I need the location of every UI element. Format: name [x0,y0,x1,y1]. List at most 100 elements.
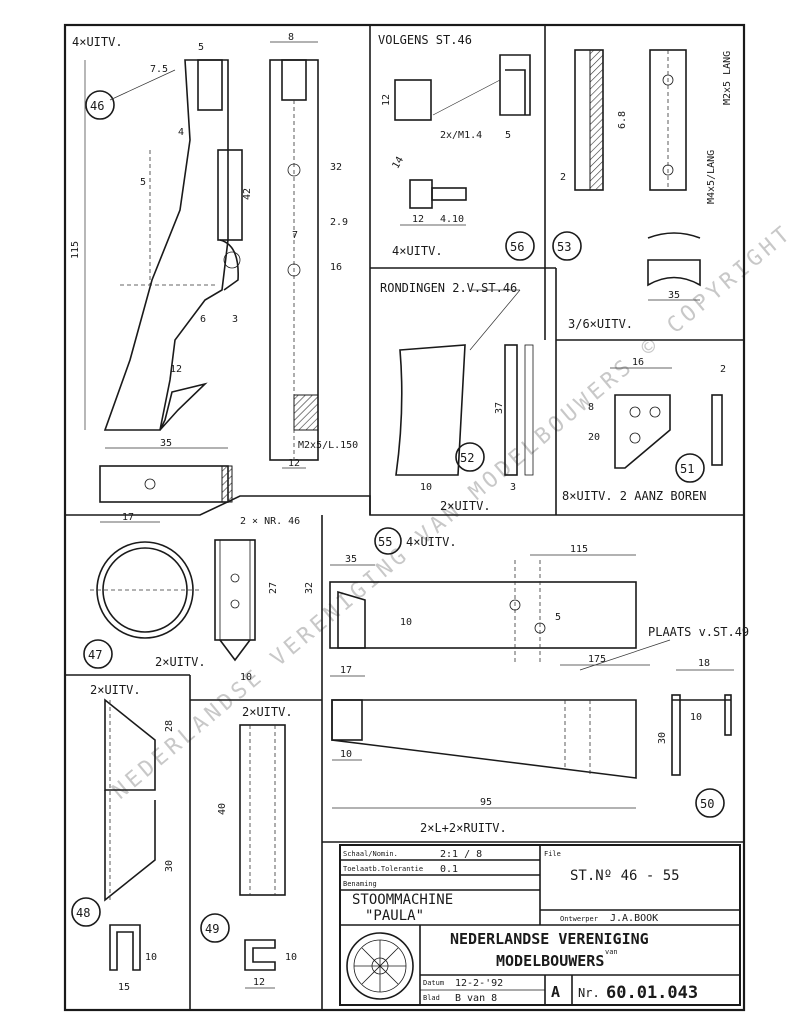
svg-text:2x/M1.4: 2x/M1.4 [440,130,482,141]
svg-text:27: 27 [268,582,279,594]
svg-text:5: 5 [505,130,511,141]
part-51-note: 8×UITV. 2 AANZ BOREN [562,489,707,503]
svg-text:Benaming: Benaming [343,880,377,888]
svg-text:Datum: Datum [423,979,444,987]
part-51-number: 51 [680,462,694,476]
svg-text:6.8: 6.8 [617,111,628,129]
svg-text:M4x5/LANG: M4x5/LANG [706,150,717,204]
nvm-logo-seal [346,932,414,1000]
svg-text:15: 15 [118,982,130,993]
svg-text:2.9: 2.9 [330,217,348,228]
svg-text:2: 2 [560,172,566,183]
svg-text:12: 12 [288,458,300,469]
svg-text:10: 10 [690,712,702,723]
part-46-number: 46 [90,99,104,113]
svg-text:42: 42 [242,188,253,200]
part-53-note: 3/6×UITV. [568,317,633,331]
svg-text:10: 10 [340,749,352,760]
svg-text:3: 3 [232,314,238,325]
svg-text:2: 2 [720,364,726,375]
part-56-reference: VOLGENS ST.46 [378,33,472,47]
part-46-drawing: 4×UITV. 46 115 35 7.5 5 42 4 5 6 3 12 17 [70,35,253,523]
svg-text:6: 6 [200,314,206,325]
title-block: Schaal/Nomin. 2:1 / 8 Toelaatb.Toleranti… [339,844,741,1006]
svg-text:10: 10 [400,617,412,628]
svg-text:16: 16 [632,357,644,368]
part-48-number: 48 [76,906,90,920]
svg-text:4.10: 4.10 [440,214,464,225]
svg-text:5: 5 [198,42,204,53]
svg-text:16: 16 [330,262,342,273]
svg-text:Toelaatb.Tolerantie: Toelaatb.Tolerantie [343,865,423,873]
drawing-number: 60.01.043 [606,983,698,1003]
part-52-note: 2×UITV. [440,499,491,513]
svg-text:0.1: 0.1 [440,864,458,875]
svg-text:J.A.BOOK: J.A.BOOK [610,913,658,924]
part-47-drawing: 2 × NR. 46 27 32 10 47 2×UITV. [83,516,315,683]
part-53-number: 53 [557,240,571,254]
svg-text:12: 12 [253,977,265,988]
svg-text:5: 5 [555,612,561,623]
part-55-number: 55 [378,535,392,549]
svg-text:95: 95 [480,797,492,808]
part-50-number: 50 [700,797,714,811]
part-49-note: 2×UITV. [242,705,293,719]
svg-text:35: 35 [345,554,357,565]
svg-text:8: 8 [288,32,294,43]
svg-text:5: 5 [140,177,146,188]
drawing-title: STOOMMACHINE [352,892,453,908]
part-50-note: 2×L+2×RUITV. [420,821,507,835]
part-56-note: 4×UITV. [392,244,443,258]
svg-text:Ontwerper: Ontwerper [560,915,598,923]
part-55-note: 4×UITV. [406,535,457,549]
svg-text:B van 8: B van 8 [455,993,497,1004]
svg-text:7: 7 [292,230,298,241]
svg-text:115: 115 [570,544,588,555]
svg-text:12: 12 [412,214,424,225]
svg-text:32: 32 [330,162,342,173]
part-48-note: 2×UITV. [90,683,141,697]
svg-text:M2x5 LANG: M2x5 LANG [722,51,733,105]
part-52-reference: RONDINGEN 2.V.ST.46 [380,281,517,295]
organization-name-line2: MODELBOUWERS [496,952,604,970]
svg-text:12: 12 [381,94,392,106]
drawing-subtitle: "PAULA" [365,908,424,924]
part-50-drawing: PLAATS v.ST.49 175 18 10 30 95 10 50 2×L… [331,625,749,835]
part-51-drawing: 16 8 20 2 51 8×UITV. 2 AANZ BOREN [562,357,726,503]
svg-text:35: 35 [668,290,680,301]
svg-text:14: 14 [391,155,407,171]
svg-text:20: 20 [588,432,600,443]
svg-text:A: A [551,983,560,1001]
part-47-note: 2×UITV. [155,655,206,669]
part-49-drawing: 2×UITV. 40 49 10 12 [200,705,297,989]
svg-text:35: 35 [160,438,172,449]
svg-text:8: 8 [588,402,594,413]
organization-name-line1: NEDERLANDSE VERENIGING [450,930,649,948]
part-52-number: 52 [460,451,474,465]
svg-text:Nr.: Nr. [578,986,600,1000]
svg-text:17: 17 [122,512,134,523]
svg-text:10: 10 [145,952,157,963]
part-50-reference: PLAATS v.ST.49 [648,625,749,639]
svg-text:7.5: 7.5 [150,64,168,75]
svg-text:File: File [544,850,561,858]
svg-text:Blad: Blad [423,994,440,1002]
part-48-drawing: 2×UITV. 28 30 48 10 15 [71,683,175,993]
svg-text:37: 37 [494,402,505,414]
part-range: ST.Nº 46 - 55 [570,868,680,884]
svg-text:40: 40 [217,803,228,815]
svg-text:175: 175 [588,654,606,665]
part-56-drawing: VOLGENS ST.46 12 2x/M1.4 5 12 4.10 14 4×… [378,33,535,261]
svg-text:18: 18 [698,658,710,669]
svg-text:115: 115 [70,241,81,259]
svg-text:van: van [605,948,618,956]
svg-text:2:1 / 8: 2:1 / 8 [440,849,482,860]
svg-text:Schaal/Nomin.: Schaal/Nomin. [343,850,398,858]
svg-text:32: 32 [304,582,315,594]
svg-text:30: 30 [657,732,668,744]
part-47-reference: 2 × NR. 46 [240,516,300,527]
part-52-drawing: RONDINGEN 2.V.ST.46 37 10 3 52 2×UITV. [380,281,534,513]
svg-text:12: 12 [170,364,182,375]
svg-text:17: 17 [340,665,352,676]
